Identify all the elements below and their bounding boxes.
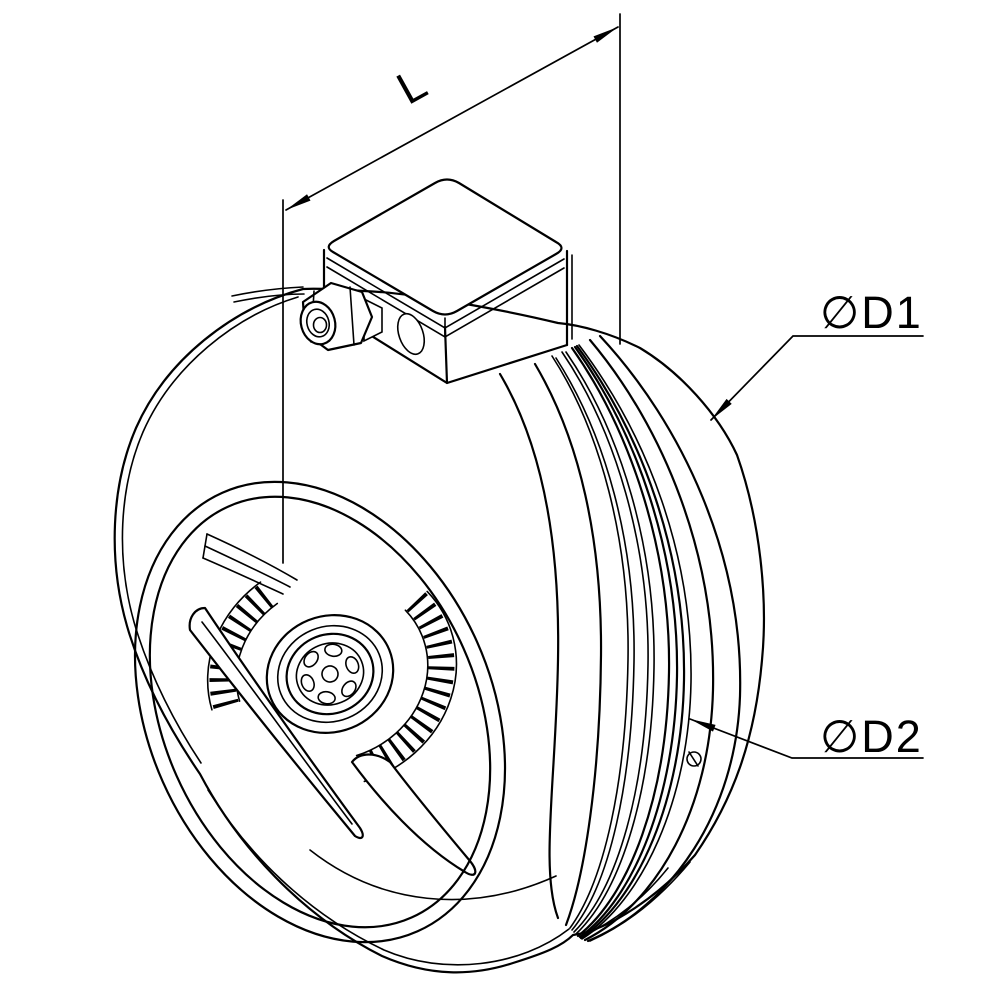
spigot-bottom-lip	[582, 867, 669, 937]
clamp-screw	[686, 751, 702, 767]
impeller-blade-left-edge	[201, 621, 353, 825]
label-duct-diameter: ∅D2	[820, 711, 923, 762]
dimension-d2: ∅D2	[689, 711, 924, 762]
leader-line-d1	[710, 335, 924, 421]
junction-box	[322, 178, 573, 385]
outlet-rings	[498, 334, 742, 943]
impeller-blade-upper	[202, 533, 298, 595]
fan-drawing	[113, 178, 766, 974]
hub-center	[321, 665, 339, 683]
fan-body-inner-seam-left	[121, 296, 299, 764]
knockout-hole	[396, 312, 426, 356]
motor-hub	[265, 614, 395, 734]
gland-cable-hole	[312, 316, 328, 334]
cable-gland	[231, 281, 383, 352]
inlet-ring-inner	[148, 495, 492, 929]
leader-line-d2	[689, 718, 924, 759]
hub-vent-holes	[300, 643, 360, 705]
label-outer-diameter: ∅D1	[820, 287, 923, 338]
junction-box-lid	[327, 178, 563, 316]
inlet-ring-outer	[133, 480, 507, 944]
dimension-annotations: L ∅D1 ∅D2	[282, 13, 924, 762]
inlet-ring	[133, 480, 507, 944]
fan-body-inner-seam-bottom	[207, 789, 570, 966]
label-length: L	[388, 57, 436, 115]
impeller	[188, 533, 477, 876]
dimension-d1: ∅D1	[710, 287, 924, 421]
clamp-strap-seam	[231, 286, 304, 297]
dimension-line-L	[285, 26, 619, 211]
scroll-interior-edge	[309, 849, 557, 901]
